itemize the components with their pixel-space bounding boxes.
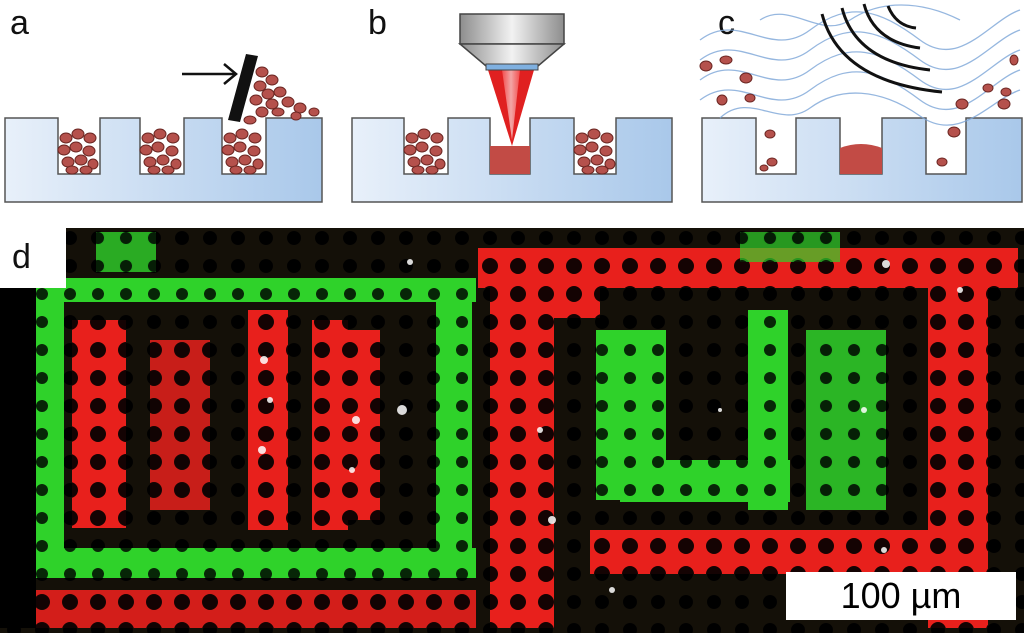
particles-c <box>699 54 1019 172</box>
panel-label-c: c <box>718 4 735 42</box>
objective-lens <box>457 13 567 71</box>
red-pattern-left <box>36 310 476 628</box>
green-pattern-right <box>596 232 886 510</box>
panel-b-diagram <box>351 13 673 203</box>
sintered-block-c <box>840 144 882 174</box>
scale-bar: 100 µm <box>786 572 1016 620</box>
particles-a <box>57 66 320 175</box>
bright-spots <box>258 259 963 593</box>
panel-a-diagram <box>4 54 323 203</box>
micrograph-d <box>0 228 1024 633</box>
green-pattern-left <box>36 232 476 578</box>
panel-label-a: a <box>10 4 29 42</box>
arrow-a <box>182 63 238 85</box>
panel-label-b: b <box>368 4 387 42</box>
scale-bar-label: 100 µm <box>840 575 962 616</box>
particles-b <box>403 128 616 175</box>
sintered-block-b <box>490 146 530 174</box>
panel-d-label-box <box>0 228 66 288</box>
red-pattern-right <box>478 248 1018 628</box>
panel-label-d: d <box>12 238 31 276</box>
ultrasound-arcs <box>820 3 943 94</box>
substrate-c <box>701 117 1023 203</box>
panel-c-diagram <box>699 3 1023 203</box>
squeegee-blade <box>228 54 258 122</box>
